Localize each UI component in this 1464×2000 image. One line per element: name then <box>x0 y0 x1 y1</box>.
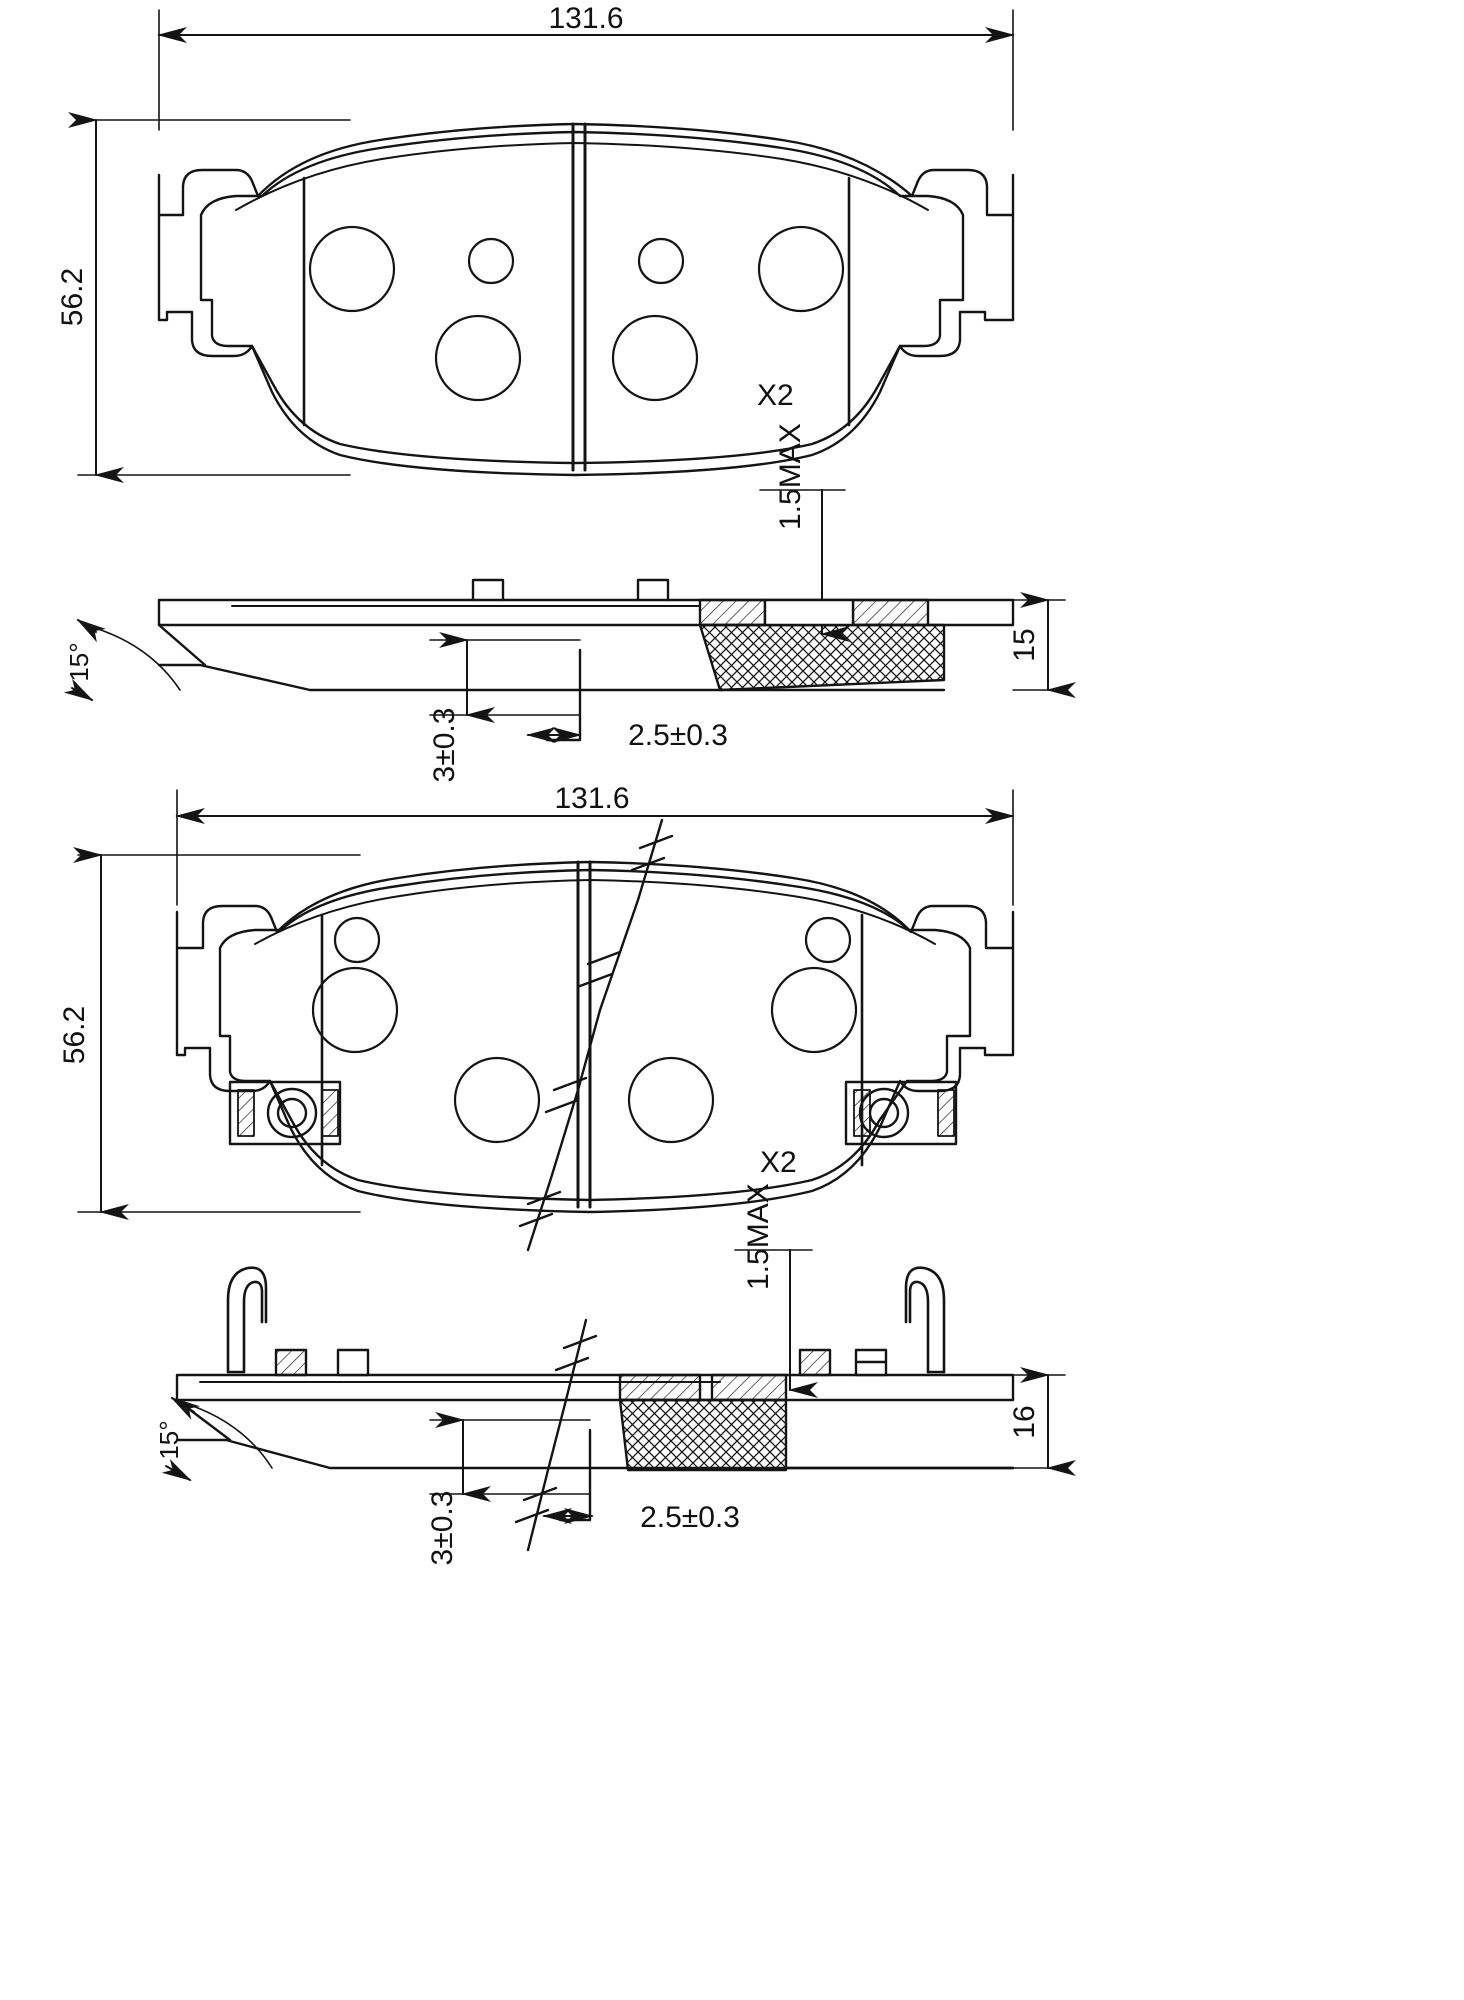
relief-circle-4 <box>637 237 685 285</box>
slot-indicator-b <box>558 1428 592 1522</box>
friction-block-a-top-left <box>698 598 767 627</box>
height-label-view3: 56.2 <box>58 1006 91 1064</box>
dimension-width-top <box>157 9 1015 131</box>
wear-limit-label-b: 1.5MAX <box>742 1183 775 1290</box>
dimension-height-left-b <box>73 847 361 1220</box>
pad-b-relief-2 <box>333 916 381 964</box>
width-label-view1: 131.6 <box>548 2 623 35</box>
pad-b-relief-5 <box>627 1056 715 1144</box>
friction-block-b-top-right <box>710 1373 788 1402</box>
clip-mount-left <box>228 1080 342 1146</box>
shim-tabs-left <box>274 1348 370 1377</box>
pad-b-friction-edge <box>254 879 936 945</box>
chamfer-wedge-b <box>175 1438 1015 1470</box>
quantity-label-view1: X2 <box>757 379 794 412</box>
plate-tab-left <box>471 578 505 602</box>
dimension-slot-depth-a <box>429 632 581 723</box>
thickness-label-a: 15 <box>1008 628 1041 661</box>
clip-mount-right <box>844 1080 958 1146</box>
shim-tabs-right <box>798 1348 888 1377</box>
view-side-section-pad-b: 1.5MAX <box>154 1183 1076 1566</box>
pad-b-relief-6 <box>770 966 858 1054</box>
dimension-slot-depth-b <box>429 1412 591 1502</box>
dimension-chamfer-angle-a <box>63 618 181 702</box>
friction-block-a-top-right <box>851 598 930 627</box>
dimension-width-bottom <box>175 789 1015 906</box>
view-front-pad-a: X2 131.6 56.2 <box>56 2 1015 483</box>
retaining-clip-right <box>904 1266 946 1374</box>
break-line-lower <box>514 1318 598 1552</box>
friction-block-b-top-left <box>618 1373 702 1402</box>
quantity-label-view3: X2 <box>760 1146 797 1179</box>
friction-block-b <box>618 1398 788 1472</box>
slot-depth-label-b: 3±0.3 <box>426 1491 459 1566</box>
slot-depth-label-a: 3±0.3 <box>428 708 461 783</box>
slot-indicator-a <box>545 648 582 742</box>
wear-limit-label-a: 1.5MAX <box>774 423 807 530</box>
friction-shim-a <box>763 598 855 627</box>
chamfer-wedge-a <box>157 663 946 692</box>
retaining-clip-left <box>226 1266 268 1374</box>
relief-circle-3 <box>434 314 522 402</box>
friction-surface-edge <box>235 142 929 211</box>
dimension-thickness-b <box>1012 1367 1076 1476</box>
slot-width-label-b: 2.5±0.3 <box>640 1501 740 1534</box>
view-side-section-pad-a: 1.5MAX 15 15° <box>63 423 1076 783</box>
friction-block-a <box>698 623 946 692</box>
dimension-chamfer-angle-b <box>161 1396 273 1482</box>
wear-sensor-wire <box>518 818 674 1252</box>
relief-circle-1 <box>308 225 396 313</box>
pad-b-relief-3 <box>453 1056 541 1144</box>
dimension-wear-limit-b <box>734 1249 818 1398</box>
chamfer-angle-label-a: 15° <box>64 642 94 681</box>
chamfer-angle-label-b: 15° <box>154 1420 184 1459</box>
pad-b-inner-contour <box>218 868 972 1202</box>
height-label-view1: 56.2 <box>56 268 89 326</box>
width-label-view3: 131.6 <box>554 782 629 815</box>
backing-plate-side-b <box>175 1373 1015 1402</box>
slot-width-label-a: 2.5±0.3 <box>628 719 728 752</box>
pad-b-relief-1 <box>311 966 399 1054</box>
dimension-thickness-a <box>1012 592 1076 698</box>
relief-circle-6 <box>757 225 845 313</box>
pad-outline-outer <box>157 122 1015 477</box>
relief-circle-5 <box>611 314 699 402</box>
dimension-height-left <box>68 112 351 483</box>
chamfer-taper-a <box>157 623 207 667</box>
relief-circle-2 <box>467 237 515 285</box>
pad-b-relief-4 <box>804 916 852 964</box>
pad-inner-contour <box>199 130 965 465</box>
view-front-pad-b: 131.6 56.2 <box>58 782 1015 1252</box>
plate-tab-right <box>636 578 670 602</box>
pad-b-outline-outer <box>175 860 1015 1214</box>
thickness-label-b: 16 <box>1008 1405 1041 1438</box>
